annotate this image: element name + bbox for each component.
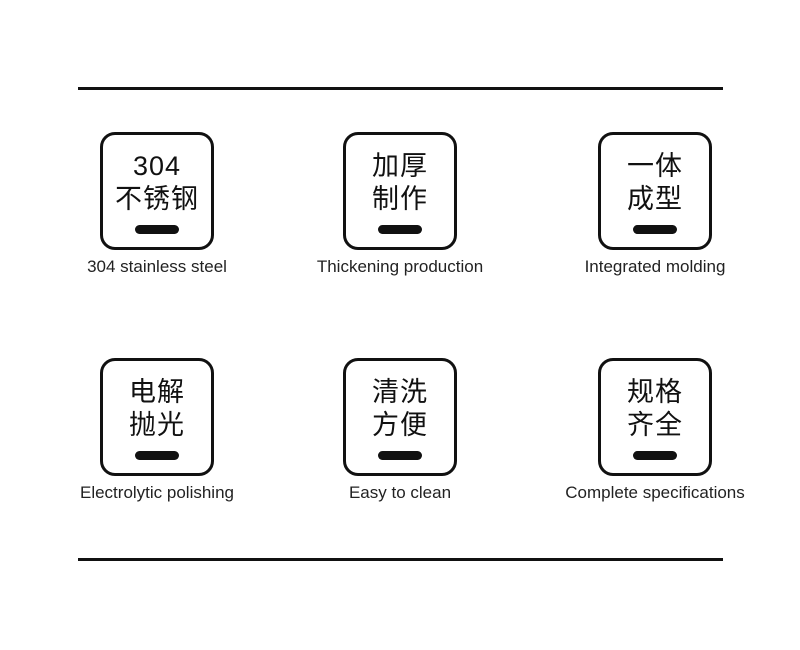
top-divider [78, 87, 723, 90]
feature-caption: Electrolytic polishing [79, 483, 234, 502]
feature-cell-easy-to-clean: 清洗 方便 Easy to clean [290, 358, 510, 503]
feature-title-zh-line2: 齐全 [627, 410, 683, 440]
feature-badge: 一体 成型 [598, 132, 712, 250]
underline-bar [378, 451, 422, 460]
underline-bar [135, 451, 179, 460]
feature-title-zh-line1: 一体 [627, 151, 683, 181]
feature-cell-integrated-molding: 一体 成型 Integrated molding [545, 132, 765, 277]
feature-title-zh-line1: 清洗 [372, 377, 428, 407]
feature-title-zh-line1: 电解 [129, 377, 185, 407]
feature-title-zh-line2: 制作 [372, 184, 428, 214]
feature-badge: 加厚 制作 [343, 132, 457, 250]
underline-bar [378, 225, 422, 234]
feature-cell-thickening-production: 加厚 制作 Thickening production [290, 132, 510, 277]
feature-caption: 304 stainless steel [87, 257, 227, 276]
feature-title-zh-line1: 加厚 [372, 151, 428, 181]
feature-title-zh-line2: 抛光 [129, 410, 185, 440]
feature-badge: 清洗 方便 [343, 358, 457, 476]
feature-badge: 规格 齐全 [598, 358, 712, 476]
feature-title-zh-line2: 成型 [627, 184, 683, 214]
feature-cell-complete-specifications: 规格 齐全 Complete specifications [545, 358, 765, 503]
underline-bar [633, 451, 677, 460]
feature-title-zh-line2: 不锈钢 [115, 184, 199, 214]
feature-caption: Easy to clean [348, 483, 452, 502]
underline-bar [633, 225, 677, 234]
feature-badge: 304 不锈钢 [100, 132, 214, 250]
feature-badge: 电解 抛光 [100, 358, 214, 476]
feature-title-zh-line1: 304 [132, 151, 182, 181]
bottom-divider [78, 558, 723, 561]
feature-caption: Thickening production [316, 257, 484, 276]
feature-title-zh-line2: 方便 [372, 410, 428, 440]
underline-bar [135, 225, 179, 234]
feature-cell-electrolytic-polishing: 电解 抛光 Electrolytic polishing [47, 358, 267, 503]
feature-cell-304-stainless-steel: 304 不锈钢 304 stainless steel [47, 132, 267, 277]
feature-caption: Complete specifications [565, 483, 745, 502]
feature-caption: Integrated molding [584, 257, 726, 276]
feature-title-zh-line1: 规格 [627, 377, 683, 407]
